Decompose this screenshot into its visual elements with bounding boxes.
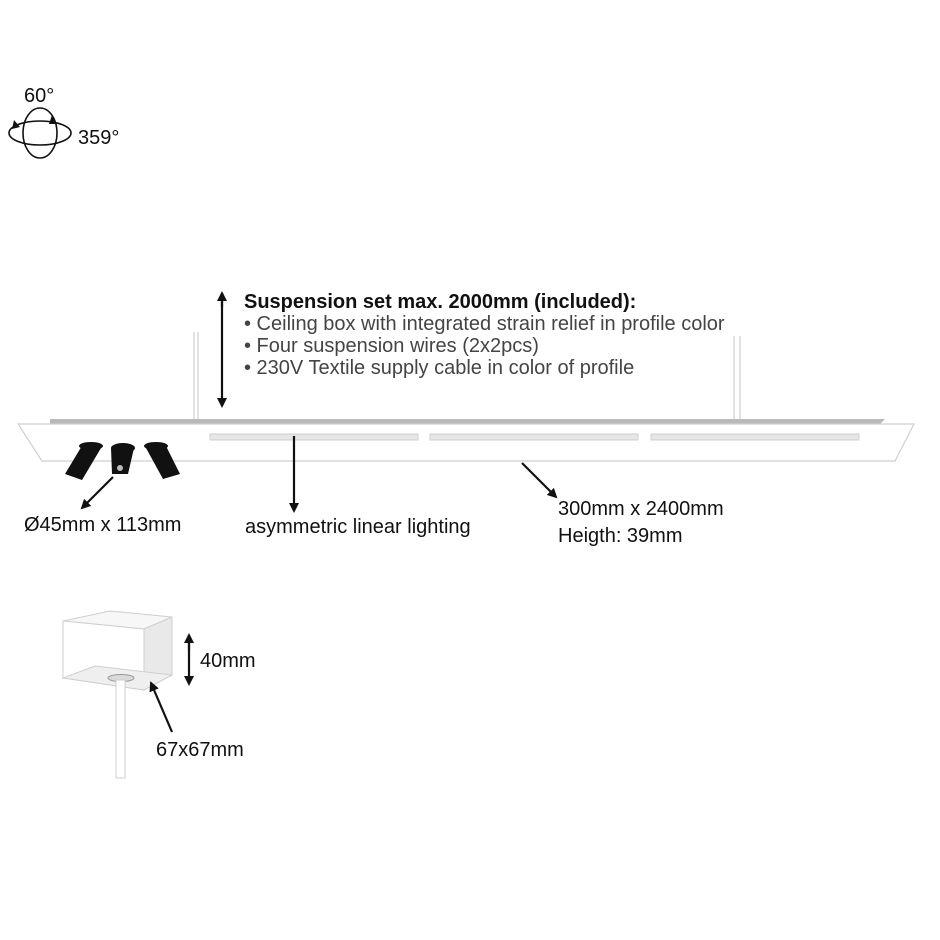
suspension-heading: Suspension set max. 2000mm (included):: [244, 291, 637, 313]
spot-size-label: Ø45mm x 113mm: [24, 514, 182, 536]
canopy-size-label: 67x67mm: [156, 739, 244, 761]
height-label: Heigth: 39mm: [558, 525, 683, 547]
spotlight-right: [144, 442, 180, 479]
spotlights: [65, 442, 180, 480]
suspension-bullet: • Four suspension wires (2x2pcs): [244, 335, 539, 357]
spotlight-center: [111, 443, 135, 474]
annotation-arrows: [80, 291, 558, 733]
suspension-bullet: • Ceiling box with integrated strain rel…: [244, 313, 725, 335]
lighting-label: asymmetric linear lighting: [245, 516, 471, 538]
canopy-height-label: 40mm: [200, 650, 256, 672]
canopy-size-arrow: [149, 681, 174, 733]
linear-fixture: [16, 419, 915, 462]
dimension-arrow: [521, 462, 558, 499]
spin-angle-label: 359°: [78, 127, 120, 149]
rotation-icon: [8, 107, 72, 159]
supply-cable: [115, 679, 126, 779]
suspension-bullet: • 230V Textile supply cable in color of …: [244, 357, 635, 379]
spotlight-left: [65, 442, 103, 480]
suspension-wires: [193, 332, 741, 421]
spot-size-arrow: [80, 476, 114, 510]
dimensions-label: 300mm x 2400mm: [558, 498, 724, 520]
tilt-angle-label: 60°: [24, 85, 55, 107]
light-slots: [209, 433, 860, 441]
ceiling-canopy: [61, 610, 174, 779]
